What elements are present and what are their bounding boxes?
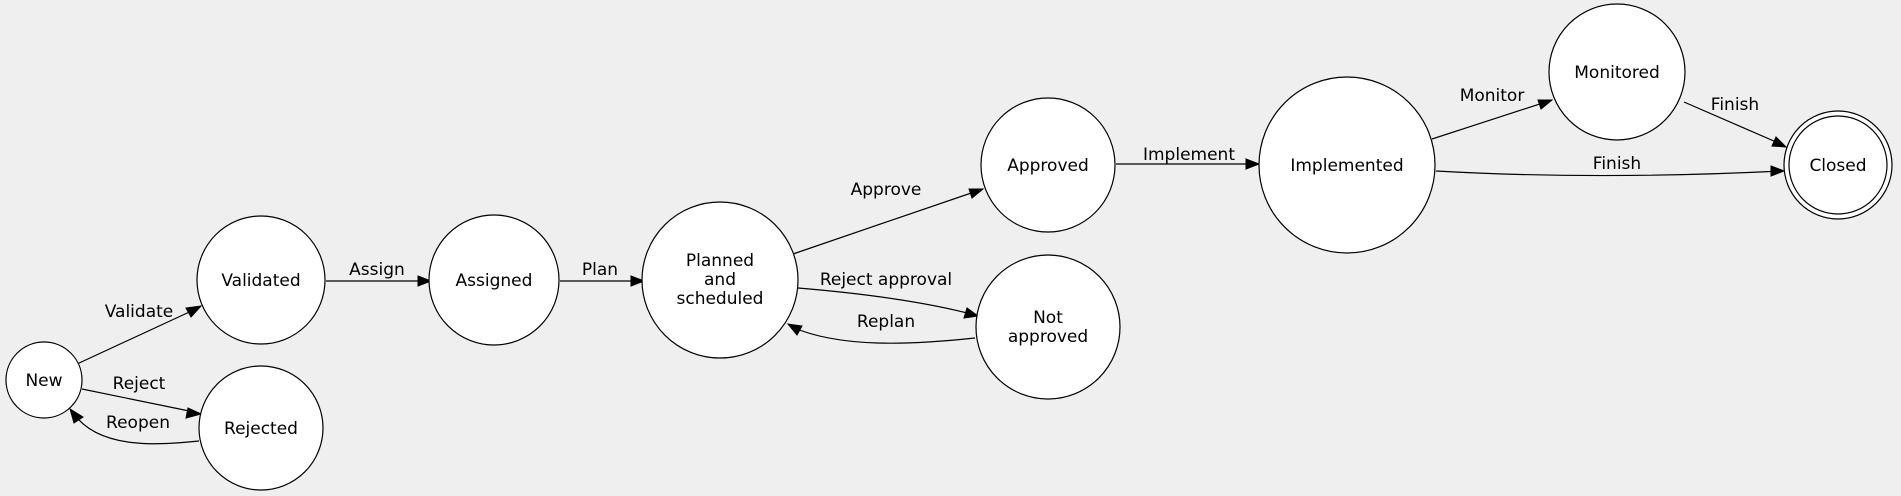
state-rejected: Rejected bbox=[198, 365, 324, 491]
edge-reject-approval-arrowhead bbox=[963, 307, 980, 319]
edge-finish-implemented-arrowhead bbox=[1770, 165, 1786, 177]
state-monitored: Monitored bbox=[1548, 3, 1686, 141]
state-implemented-label: Implemented bbox=[1290, 156, 1403, 176]
edge-validate-arrowhead bbox=[185, 305, 203, 318]
edge-finish-monitored bbox=[1683, 101, 1784, 146]
edge-plan-arrowhead bbox=[630, 275, 646, 287]
edge-label-assign: Assign bbox=[349, 260, 405, 280]
state-validated-label: Validated bbox=[221, 271, 300, 291]
edge-label-reopen: Reopen bbox=[106, 413, 170, 433]
edge-reopen bbox=[73, 413, 200, 445]
state-new-label: New bbox=[25, 371, 62, 391]
state-not-approved-label-line-1: Not bbox=[1033, 308, 1063, 328]
edge-approve bbox=[792, 189, 981, 255]
state-planned-label-line-3: scheduled bbox=[677, 289, 764, 309]
edge-reopen-arrowhead bbox=[69, 407, 84, 424]
nodes: New Validated Rejected Assigned Planned … bbox=[5, 3, 1893, 491]
edges bbox=[69, 99, 1788, 445]
edge-label-approve: Approve bbox=[851, 180, 922, 200]
edge-replan bbox=[791, 326, 976, 344]
edge-label-implement: Implement bbox=[1143, 145, 1235, 165]
state-new: New bbox=[5, 341, 83, 419]
state-closed: Closed bbox=[1783, 110, 1893, 220]
state-approved-label: Approved bbox=[1007, 156, 1089, 176]
state-assigned-label: Assigned bbox=[456, 271, 533, 291]
state-rejected-label: Rejected bbox=[224, 419, 298, 439]
edge-replan-arrowhead bbox=[786, 323, 803, 336]
state-planned-and-scheduled: Planned and scheduled bbox=[641, 201, 799, 359]
edge-label-replan: Replan bbox=[857, 312, 915, 332]
state-approved: Approved bbox=[980, 97, 1116, 233]
state-not-approved: Not approved bbox=[975, 254, 1121, 400]
edge-finish-implemented bbox=[1435, 170, 1782, 177]
edge-monitor-arrowhead bbox=[1537, 99, 1554, 110]
edge-label-validate: Validate bbox=[105, 302, 174, 322]
edge-label-monitor: Monitor bbox=[1460, 86, 1525, 106]
state-closed-label: Closed bbox=[1809, 156, 1866, 176]
edge-approve-arrowhead bbox=[968, 188, 985, 199]
edge-reject-approval bbox=[797, 287, 976, 316]
edge-label-reject: Reject bbox=[113, 374, 166, 394]
edge-reject-arrowhead bbox=[185, 407, 203, 419]
edge-labels: Validate Reject Reopen Assign Plan Appro… bbox=[105, 86, 1759, 433]
edge-reject bbox=[81, 388, 200, 414]
edge-finish-monitored-arrowhead bbox=[1771, 136, 1788, 148]
edge-label-reject-approval: Reject approval bbox=[820, 270, 952, 290]
state-assigned: Assigned bbox=[428, 214, 560, 346]
edge-assign-arrowhead bbox=[417, 275, 433, 287]
state-not-approved-label-line-2: approved bbox=[1008, 327, 1088, 347]
state-planned-label-line-1: Planned bbox=[686, 251, 754, 271]
edge-label-plan: Plan bbox=[582, 260, 618, 280]
state-planned-label-line-2: and bbox=[704, 270, 736, 290]
state-implemented: Implemented bbox=[1258, 76, 1436, 254]
edge-validate bbox=[76, 307, 199, 365]
state-monitored-label: Monitored bbox=[1574, 63, 1660, 83]
edge-monitor bbox=[1431, 100, 1550, 140]
edge-implement-arrowhead bbox=[1245, 158, 1261, 170]
edge-label-finish-monitored: Finish bbox=[1711, 95, 1759, 115]
edge-label-finish-implemented: Finish bbox=[1593, 154, 1641, 174]
state-validated: Validated bbox=[196, 215, 326, 345]
